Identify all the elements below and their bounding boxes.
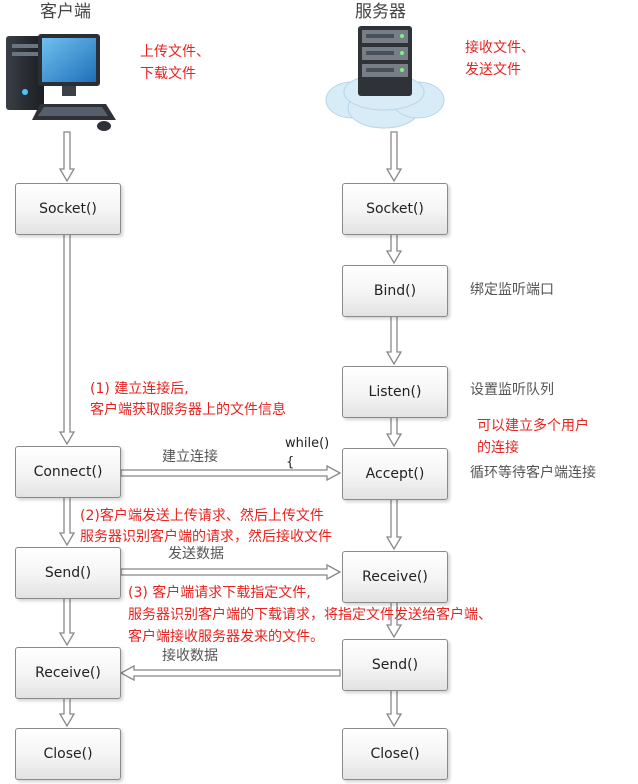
receive-edge-label: 接收数据 bbox=[162, 648, 218, 664]
client-close-box: Close() bbox=[15, 728, 121, 780]
connect-to-accept-arrow bbox=[120, 464, 342, 482]
accept-note-loop: 循环等待客户端连接 bbox=[470, 465, 596, 481]
send-edge-label: 发送数据 bbox=[168, 546, 224, 562]
step3-line3: 客户端接收服务器发来的文件。 bbox=[128, 629, 324, 645]
client-arrow-send-to-receive bbox=[58, 597, 76, 647]
server-title: 服务器 bbox=[355, 2, 406, 22]
while-label: while() bbox=[285, 436, 330, 451]
client-note-line2: 下载文件 bbox=[140, 66, 196, 82]
desktop-computer-icon bbox=[6, 34, 116, 131]
server-cloud-icon bbox=[325, 26, 445, 129]
client-receive-box: Receive() bbox=[15, 647, 121, 699]
server-close-box: Close() bbox=[342, 728, 448, 780]
server-receive-box: Receive() bbox=[342, 551, 448, 603]
server-arrow-listen-to-accept bbox=[385, 416, 403, 448]
server-socket-box: Socket() bbox=[342, 183, 448, 235]
server-arrow-receive-to-send bbox=[385, 601, 403, 639]
server-accept-box: Accept() bbox=[342, 448, 448, 500]
listen-note: 设置监听队列 bbox=[470, 382, 554, 398]
step2-line1: (2)客户端发送上传请求、然后上传文件 bbox=[80, 508, 324, 524]
server-note-line1: 接收文件、 bbox=[465, 40, 535, 56]
server-bind-box: Bind() bbox=[342, 265, 448, 317]
bind-note: 绑定监听端口 bbox=[470, 282, 554, 298]
client-arrow-receive-to-close bbox=[58, 697, 76, 728]
step1-line1: (1) 建立连接后, bbox=[90, 381, 189, 397]
send-to-receive-client-arrow bbox=[119, 664, 341, 682]
step2-line2: 服务器识别客户端的请求，然后接收文件 bbox=[80, 529, 332, 545]
accept-note-line2: 的连接 bbox=[477, 440, 519, 456]
server-listen-box: Listen() bbox=[342, 366, 448, 418]
send-to-receive-arrow bbox=[120, 563, 342, 581]
server-arrow-icon-to-socket bbox=[385, 131, 403, 183]
client-socket-box: Socket() bbox=[15, 183, 121, 235]
while-brace: { bbox=[286, 455, 295, 470]
step1-line2: 客户端获取服务器上的文件信息 bbox=[90, 402, 286, 418]
accept-note-line1: 可以建立多个用户 bbox=[477, 418, 589, 434]
server-arrow-socket-to-bind bbox=[385, 233, 403, 265]
client-connect-box: Connect() bbox=[15, 446, 121, 498]
connect-edge-label: 建立连接 bbox=[162, 449, 218, 465]
server-arrow-bind-to-listen bbox=[385, 315, 403, 366]
server-arrow-accept-to-receive bbox=[385, 498, 403, 551]
server-send-box: Send() bbox=[342, 639, 448, 691]
client-arrow-icon-to-socket bbox=[58, 131, 76, 183]
step3-line2: 服务器识别客户端的下载请求，将指定文件发送给客户端、 bbox=[128, 607, 492, 623]
client-note-line1: 上传文件、 bbox=[140, 44, 210, 60]
client-title: 客户端 bbox=[40, 2, 91, 22]
server-note-line2: 发送文件 bbox=[465, 62, 521, 78]
client-send-box: Send() bbox=[15, 547, 121, 599]
client-arrow-socket-to-connect bbox=[58, 233, 76, 446]
server-arrow-send-to-close bbox=[385, 689, 403, 728]
client-arrow-connect-to-send bbox=[58, 496, 76, 547]
step3-line1: (3) 客户端请求下载指定文件, bbox=[128, 585, 311, 601]
